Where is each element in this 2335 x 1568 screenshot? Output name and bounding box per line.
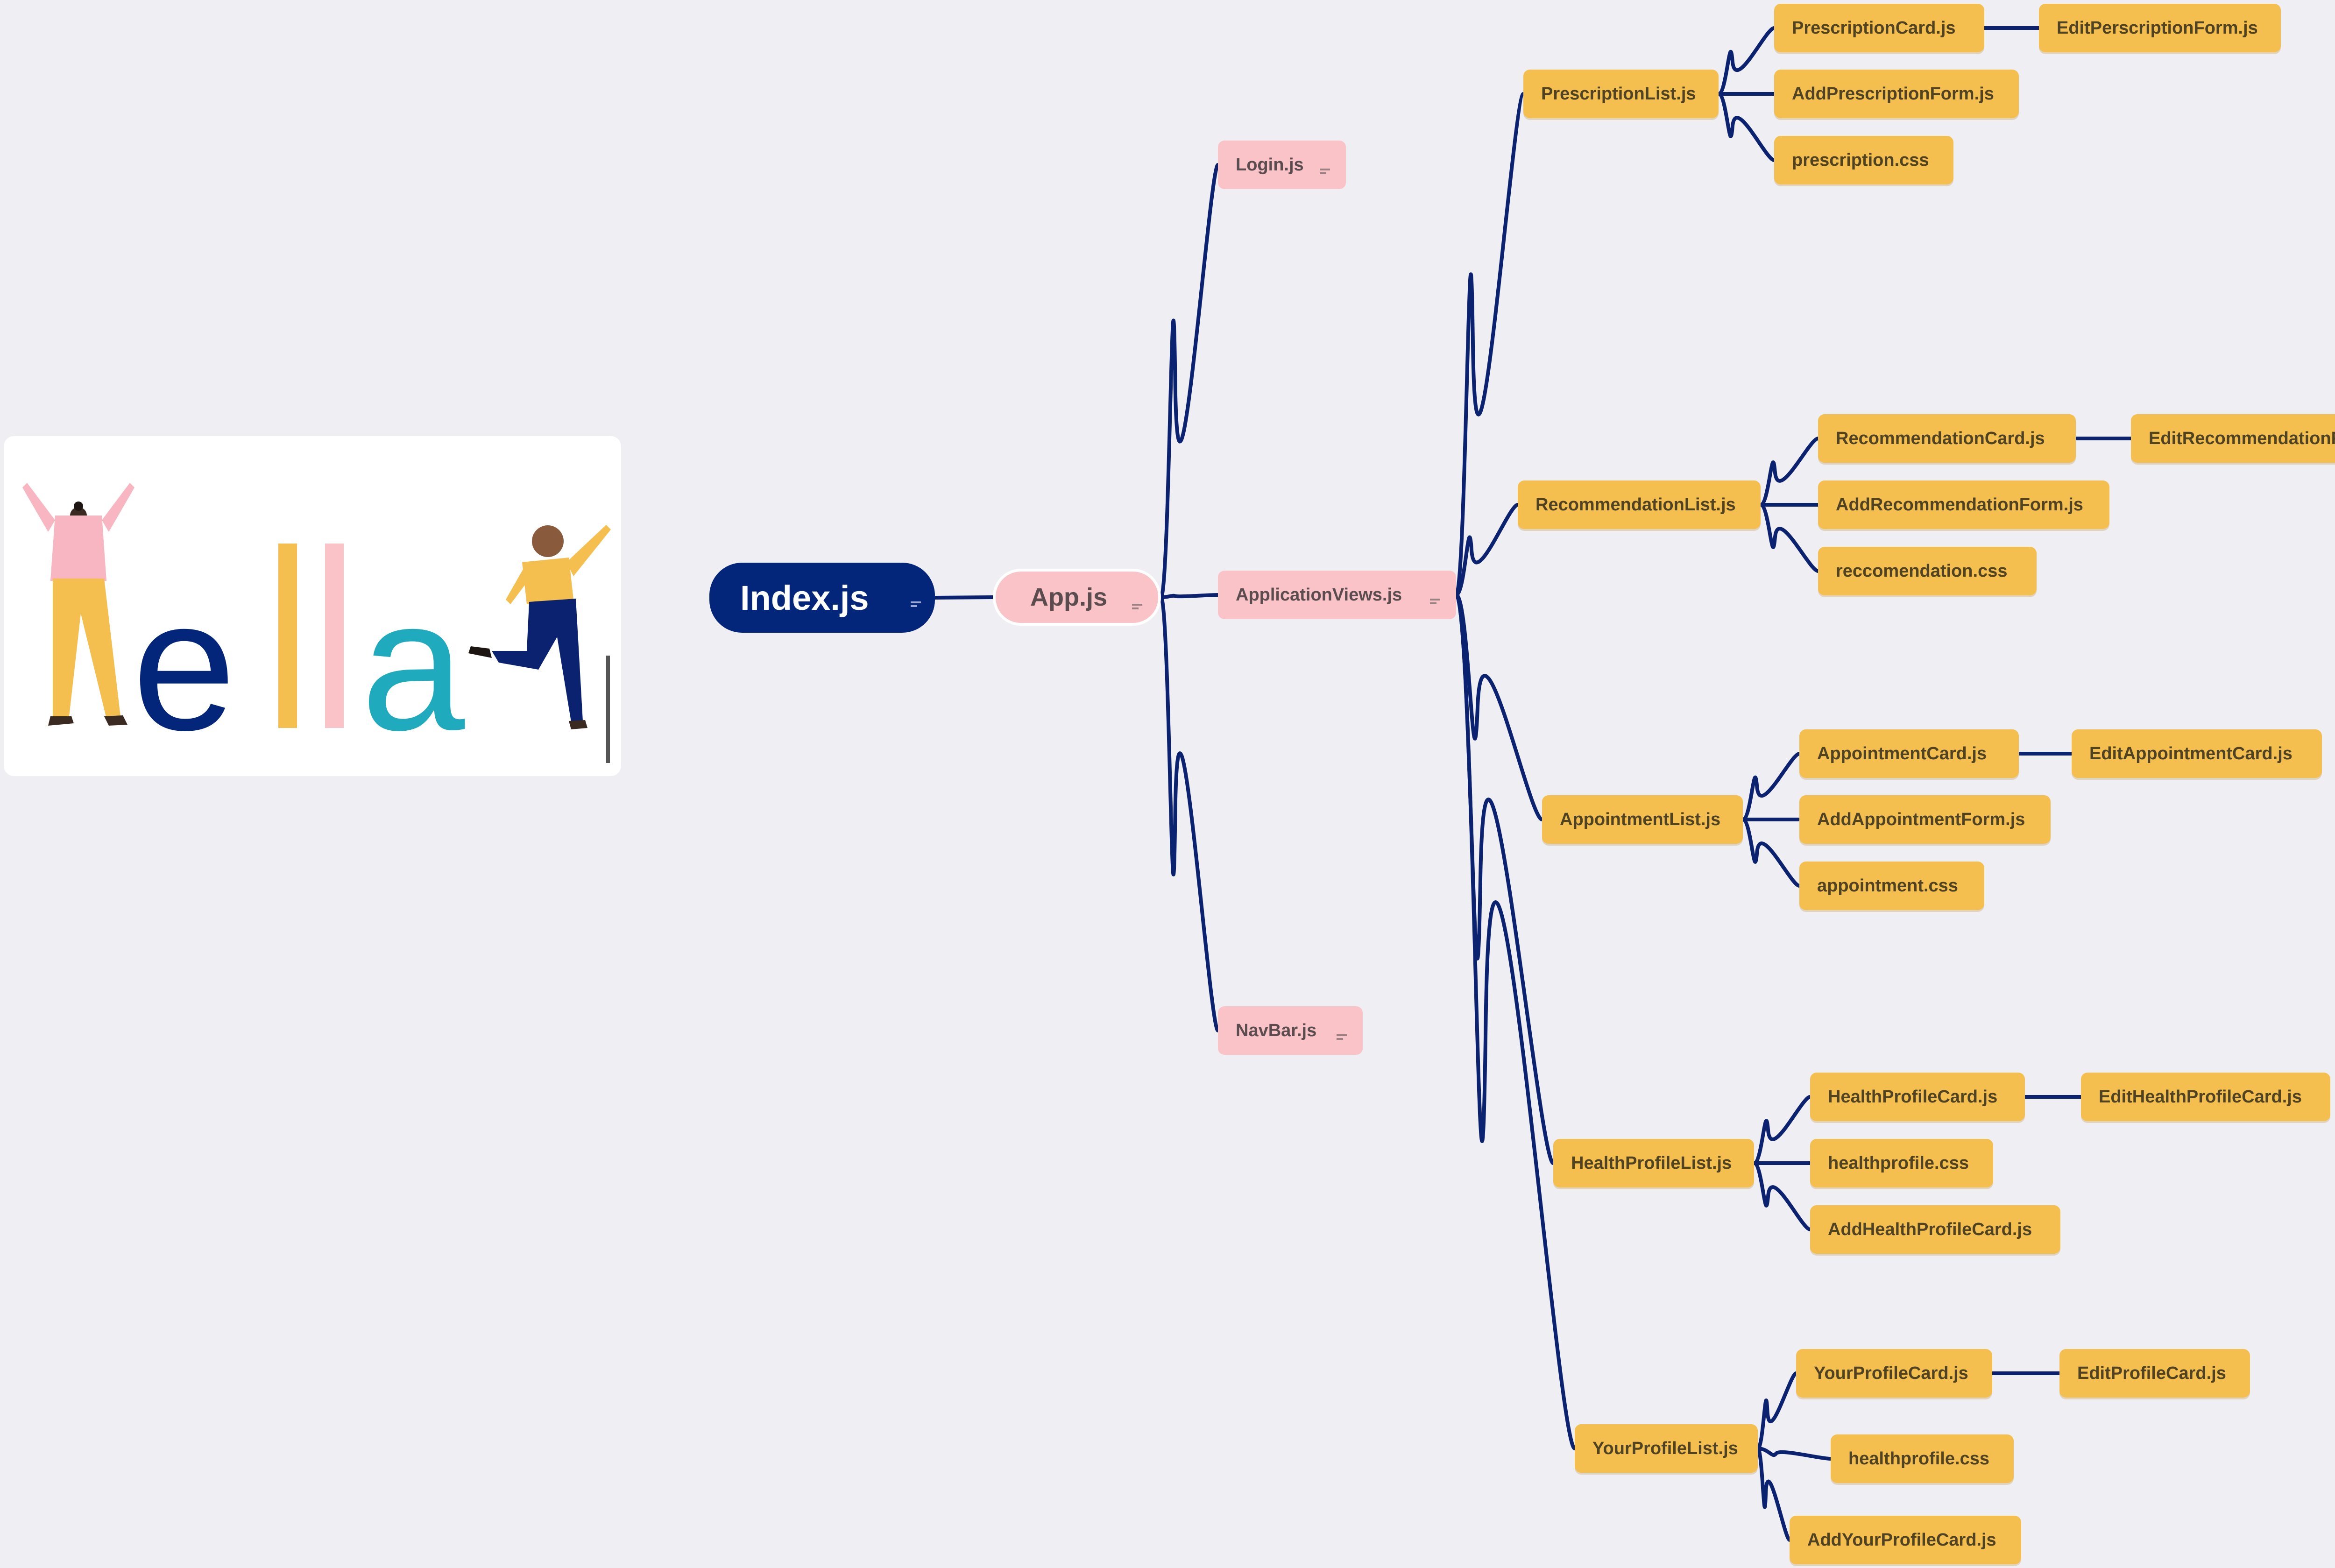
node-label: App.js [1030, 583, 1108, 611]
node-addprescription[interactable]: AddPrescriptionForm.js [1774, 70, 2019, 118]
node-addyourprofile[interactable]: AddYourProfileCard.js [1790, 1516, 2021, 1564]
node-label: AddHealthProfileCard.js [1828, 1219, 2032, 1239]
node-label: reccomendation.css [1836, 561, 2008, 581]
node-appointmentcard[interactable]: AppointmentCard.js [1799, 729, 2019, 778]
node-label: Login.js [1236, 155, 1304, 175]
node-prescriptioncard[interactable]: PrescriptionCard.js [1774, 4, 1984, 52]
node-app[interactable]: App.js [993, 569, 1161, 626]
node-label: RecommendationList.js [1535, 494, 1736, 515]
node-addhealthprofile[interactable]: AddHealthProfileCard.js [1810, 1205, 2060, 1254]
note-icon[interactable] [1132, 604, 1142, 610]
node-recommendationcard[interactable]: RecommendationCard.js [1818, 414, 2076, 463]
node-label: healthprofile.css [1848, 1448, 1989, 1469]
node-label: AddPrescriptionForm.js [1792, 84, 1994, 104]
node-label: AddRecommendationForm.js [1836, 494, 2083, 515]
node-yourprofilecard[interactable]: YourProfileCard.js [1796, 1349, 1992, 1398]
connector-index-app [933, 595, 995, 600]
node-editappointment[interactable]: EditAppointmentCard.js [2072, 729, 2322, 778]
note-icon[interactable] [1320, 169, 1330, 175]
connector-healthprofilelist-addhealthprofile [1752, 1161, 1812, 1231]
connector-prescriptionlist-prescriptioncard [1717, 26, 1776, 96]
node-label: AddAppointmentForm.js [1817, 809, 2025, 829]
node-reccomendationcss[interactable]: reccomendation.css [1818, 547, 2037, 595]
node-label: EditProfileCard.js [2077, 1363, 2226, 1383]
node-prescriptionlist[interactable]: PrescriptionList.js [1523, 70, 1719, 118]
node-healthprofilecard[interactable]: HealthProfileCard.js [1810, 1073, 2025, 1121]
node-editrecommendation[interactable]: EditRecommendationForm.js [2131, 414, 2335, 463]
node-appviews[interactable]: ApplicationViews.js [1218, 571, 1456, 619]
connector-appviews-yourprofilelist [1454, 593, 1577, 1450]
node-label: EditAppointmentCard.js [2089, 743, 2293, 763]
node-editprofile[interactable]: EditProfileCard.js [2059, 1349, 2250, 1398]
node-label: EditHealthProfileCard.js [2099, 1087, 2302, 1107]
node-label: healthprofile.css [1828, 1153, 1969, 1173]
svg-text:e: e [132, 560, 236, 769]
node-prescriptioncss[interactable]: prescription.css [1774, 136, 1953, 184]
node-label: AppointmentList.js [1560, 809, 1721, 829]
connector-recommendationlist-recommendationcard [1759, 437, 1820, 507]
node-label: appointment.css [1817, 876, 1958, 896]
connector-app-navbar [1159, 595, 1220, 1032]
connector-yourprofilelist-yourprofilecard [1756, 1371, 1798, 1450]
connector-app-appviews [1159, 593, 1220, 599]
connector-recommendationlist-reccomendationcss [1759, 503, 1820, 573]
node-label: prescription.css [1792, 150, 1929, 170]
node-label: PrescriptionList.js [1541, 84, 1696, 104]
node-label: ApplicationViews.js [1236, 585, 1402, 605]
node-label: YourProfileCard.js [1814, 1363, 1968, 1383]
node-label: HealthProfileCard.js [1828, 1087, 1998, 1107]
connector-appviews-prescriptionlist [1454, 92, 1525, 597]
node-addrecommendation[interactable]: AddRecommendationForm.js [1818, 480, 2109, 529]
node-yourprofilelist[interactable]: YourProfileList.js [1575, 1424, 1758, 1473]
node-label: EditRecommendationForm.js [2149, 428, 2335, 448]
node-label: EditPerscriptionForm.js [2057, 18, 2258, 38]
node-label: YourProfileList.js [1592, 1438, 1738, 1458]
node-appointmentlist[interactable]: AppointmentList.js [1542, 795, 1743, 844]
node-login[interactable]: Login.js [1218, 141, 1346, 189]
node-appointmentcss[interactable]: appointment.css [1799, 862, 1984, 910]
connector-prescriptionlist-prescriptioncss [1717, 92, 1776, 162]
node-label: Index.js [740, 578, 869, 617]
node-healthprofilecss2[interactable]: healthprofile.css [1831, 1434, 2014, 1483]
node-recommendationlist[interactable]: RecommendationList.js [1518, 480, 1761, 529]
ella-logo-image: e a [4, 436, 621, 776]
connector-appointmentlist-appointmentcard [1741, 752, 1801, 821]
node-editperscription[interactable]: EditPerscriptionForm.js [2039, 4, 2281, 52]
node-label: AddYourProfileCard.js [1807, 1530, 1996, 1550]
note-icon[interactable] [1337, 1034, 1347, 1041]
node-label: PrescriptionCard.js [1792, 18, 1956, 38]
person-right-illustration [468, 525, 611, 763]
connector-appviews-appointmentlist [1454, 593, 1544, 821]
connector-appviews-recommendationlist [1454, 503, 1520, 597]
node-healthprofilecss1[interactable]: healthprofile.css [1810, 1139, 1993, 1187]
node-label: AppointmentCard.js [1817, 743, 1987, 763]
connector-yourprofilelist-addyourprofile [1756, 1447, 1791, 1542]
connector-healthprofilelist-healthprofilecard [1752, 1095, 1812, 1165]
node-edithealthprofile[interactable]: EditHealthProfileCard.js [2081, 1073, 2330, 1121]
node-label: HealthProfileList.js [1571, 1153, 1732, 1173]
connector-appointmentlist-appointmentcss [1741, 818, 1801, 888]
node-addappointment[interactable]: AddAppointmentForm.js [1799, 795, 2051, 844]
svg-text:a: a [361, 560, 466, 769]
note-icon[interactable] [1430, 599, 1440, 605]
note-icon[interactable] [911, 601, 921, 608]
node-index[interactable]: Index.js [709, 563, 935, 633]
node-label: NavBar.js [1236, 1020, 1317, 1040]
connector-yourprofilelist-healthprofilecss2 [1756, 1447, 1833, 1461]
person-left-illustration [22, 483, 134, 726]
node-navbar[interactable]: NavBar.js [1218, 1006, 1363, 1055]
node-healthprofilelist[interactable]: HealthProfileList.js [1553, 1139, 1754, 1187]
connector-app-login [1159, 163, 1220, 599]
node-label: RecommendationCard.js [1836, 428, 2045, 448]
